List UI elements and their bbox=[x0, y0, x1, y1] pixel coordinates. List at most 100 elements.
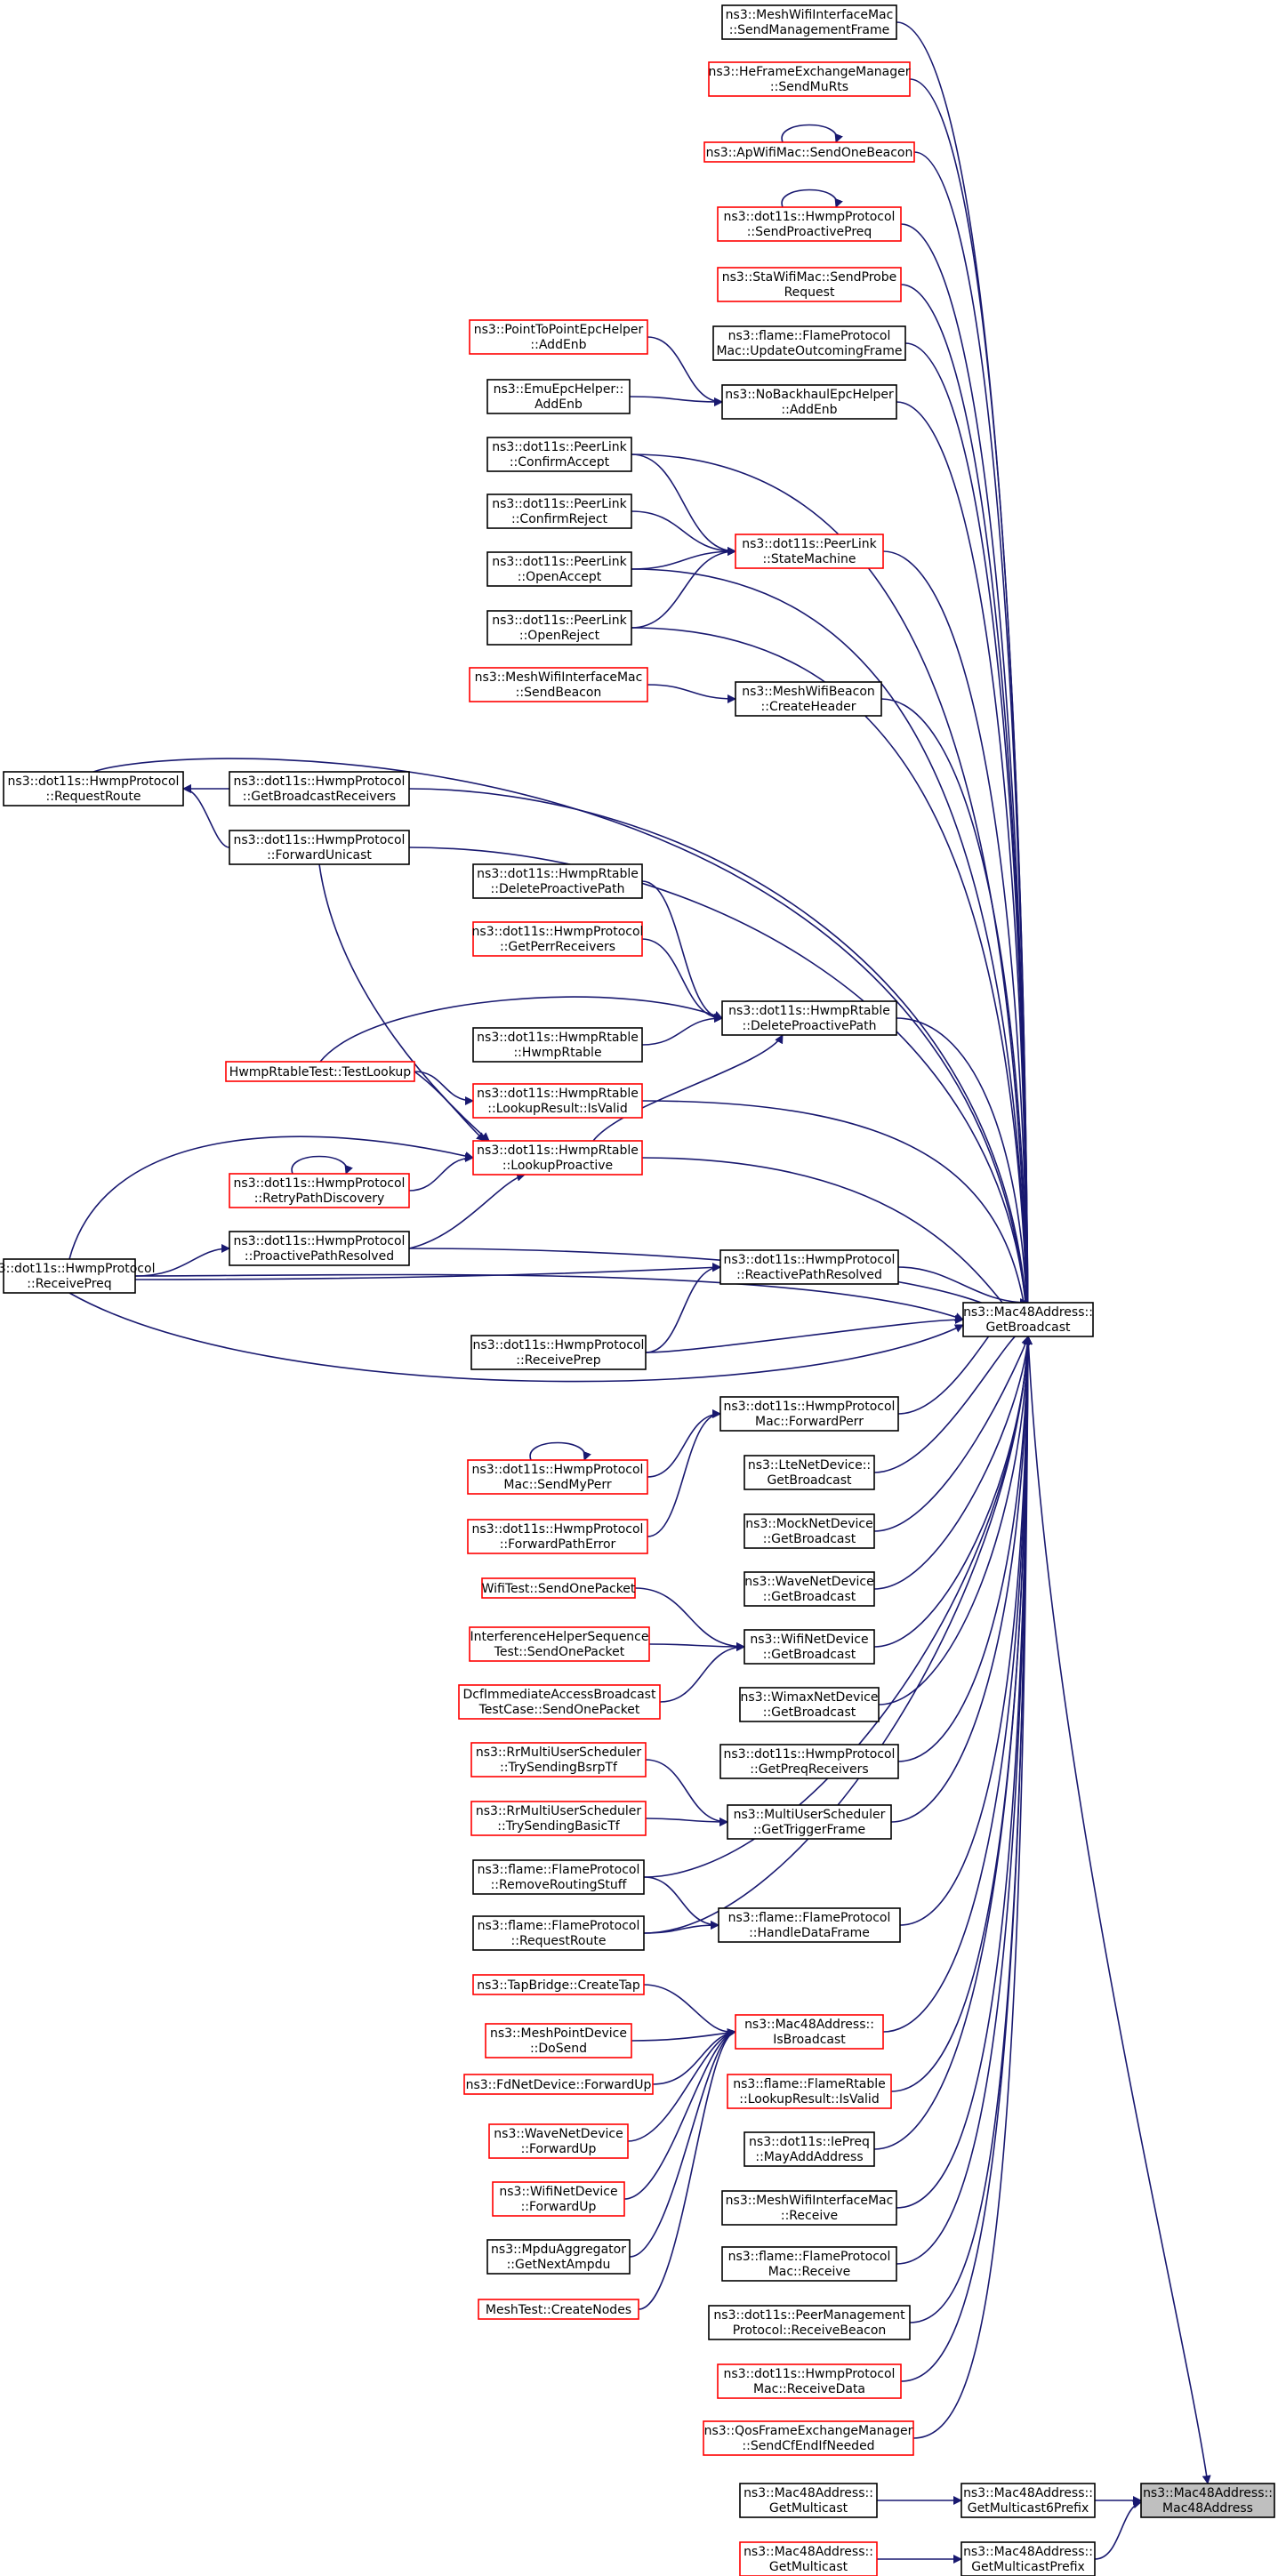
node-wave-get-broadcast[interactable]: ns3::WaveNetDevice::GetBroadcast bbox=[743, 1571, 875, 1607]
node-create-header[interactable]: ns3::MeshWifiBeacon::CreateHeader bbox=[735, 681, 882, 717]
node-label: ns3::dot11s::HwmpRtable bbox=[477, 1144, 639, 1158]
node-get-preq-receivers[interactable]: ns3::dot11s::HwmpProtocol::GetPreqReceiv… bbox=[719, 1744, 899, 1779]
node-interference-send[interactable]: InterferenceHelperSequenceTest::SendOneP… bbox=[469, 1626, 650, 1662]
node-get-next-ampdu[interactable]: ns3::MpduAggregator::GetNextAmpdu bbox=[486, 2239, 631, 2275]
node-handle-data-frame[interactable]: ns3::flame::FlameProtocol::HandleDataFra… bbox=[718, 1907, 901, 1943]
edge-TrySendingBsrpTf-to-GetTriggerFrame bbox=[645, 1759, 728, 1826]
node-request-route[interactable]: ns3::dot11s::HwmpProtocol::RequestRoute bbox=[3, 771, 184, 807]
node-do-send[interactable]: ns3::MeshPointDevice::DoSend bbox=[485, 2023, 632, 2058]
node-dcf-send[interactable]: DcfImmediateAccessBroadcastTestCase::Sen… bbox=[458, 1684, 661, 1720]
node-create-nodes[interactable]: MeshTest::CreateNodes bbox=[478, 2299, 639, 2320]
edge-GetMulticastPrefix-to-Mac48Address bbox=[1094, 2500, 1142, 2560]
node-send-proactive-preq[interactable]: ns3::dot11s::HwmpProtocol::SendProactive… bbox=[717, 206, 902, 242]
node-label: ns3::dot11s::HwmpProtocol bbox=[724, 1400, 896, 1414]
node-mac48-address[interactable]: ns3::Mac48Address::Mac48Address bbox=[1140, 2483, 1275, 2518]
node-receive-prep[interactable]: ns3::dot11s::HwmpProtocol::ReceivePrep bbox=[470, 1335, 647, 1370]
node-fd-forward-up[interactable]: ns3::FdNetDevice::ForwardUp bbox=[463, 2074, 654, 2095]
edge-TestLookup-to-DeleteProactivePathB bbox=[319, 996, 723, 1063]
node-label: ::ForwardUp bbox=[521, 2200, 597, 2214]
edge-CreateHeader-to-GetBroadcast bbox=[880, 698, 1033, 1337]
node-send-cf-end-if-needed[interactable]: ns3::QosFrameExchangeManager::SendCfEndI… bbox=[703, 2420, 914, 2456]
node-reactive-path-resolved[interactable]: ns3::dot11s::HwmpProtocol::ReactivePathR… bbox=[719, 1249, 899, 1285]
node-delete-proactive-path-b[interactable]: ns3::dot11s::HwmpRtable::DeleteProactive… bbox=[721, 1000, 897, 1036]
node-get-multicast-b[interactable]: ns3::Mac48Address::GetMulticast bbox=[739, 2541, 878, 2576]
node-label: ::LookupResult::IsValid bbox=[487, 1102, 627, 1116]
node-receive-preq[interactable]: ns3::dot11s::HwmpProtocol::ReceivePreq bbox=[0, 1258, 155, 1294]
node-wifi-get-broadcast[interactable]: ns3::WifiNetDevice::GetBroadcast bbox=[743, 1629, 875, 1665]
node-box bbox=[721, 2190, 897, 2226]
node-box bbox=[718, 1907, 901, 1943]
node-box bbox=[472, 1140, 643, 1176]
node-receive-beacon[interactable]: ns3::dot11s::PeerManagementProtocol::Rec… bbox=[708, 2305, 911, 2340]
node-wifi-forward-up[interactable]: ns3::WifiNetDevice::ForwardUp bbox=[492, 2181, 625, 2217]
node-label: MeshTest::CreateNodes bbox=[486, 2303, 631, 2317]
node-get-multicast-a[interactable]: ns3::Mac48Address::GetMulticast bbox=[739, 2483, 878, 2518]
node-box bbox=[703, 141, 915, 163]
edge-RequestRoute-to-GetBroadcast bbox=[92, 758, 1033, 1337]
node-proactive-path-resolved[interactable]: ns3::dot11s::HwmpProtocol::ProactivePath… bbox=[229, 1231, 410, 1266]
node-open-reject[interactable]: ns3::dot11s::PeerLink::OpenReject bbox=[486, 610, 632, 646]
node-send-mu-rts[interactable]: ns3::HeFrameExchangeManager::SendMuRts bbox=[708, 61, 911, 97]
node-no-backhaul-add-enb[interactable]: ns3::NoBackhaulEpcHelper::AddEnb bbox=[721, 384, 897, 420]
edge-OpenAccept-to-GetBroadcast bbox=[631, 568, 1033, 1337]
node-label: ::RetryPathDiscovery bbox=[254, 1192, 385, 1206]
node-may-add-address[interactable]: ns3::dot11s::IePreq::MayAddAddress bbox=[743, 2131, 875, 2167]
node-delete-proactive-path-a[interactable]: ns3::dot11s::HwmpRtable::DeleteProactive… bbox=[472, 863, 643, 899]
node-flame-lookup-is-valid[interactable]: ns3::flame::FlameRtable::LookupResult::I… bbox=[727, 2074, 892, 2109]
node-get-multicast6-prefix[interactable]: ns3::Mac48Address::GetMulticast6Prefix bbox=[961, 2483, 1096, 2518]
node-label: ::ProactivePathResolved bbox=[245, 1249, 394, 1264]
edge-ReceivePreq-to-ProactivePathResolved bbox=[134, 1244, 230, 1277]
node-try-sending-basic-tf[interactable]: ns3::RrMultiUserScheduler::TrySendingBas… bbox=[470, 1801, 647, 1836]
node-label: ns3::flame::FlameProtocol bbox=[728, 1911, 891, 1925]
node-test-lookup[interactable]: HwmpRtableTest::TestLookup bbox=[225, 1061, 415, 1082]
node-wifi-test-send[interactable]: WifiTest::SendOnePacket bbox=[481, 1577, 636, 1599]
node-send-management-frame[interactable]: ns3::MeshWifiInterfaceMac::SendManagemen… bbox=[721, 4, 897, 40]
edge-FlameRequestRoute-to-HandleDataFrame bbox=[643, 1921, 719, 1934]
node-confirm-reject[interactable]: ns3::dot11s::PeerLink::ConfirmReject bbox=[486, 494, 632, 529]
node-lookup-result-is-valid[interactable]: ns3::dot11s::HwmpRtable::LookupResult::I… bbox=[472, 1083, 643, 1119]
node-get-broadcast[interactable]: ns3::Mac48Address::GetBroadcast bbox=[962, 1302, 1094, 1337]
node-mac-receive-data[interactable]: ns3::dot11s::HwmpProtocolMac::ReceiveDat… bbox=[717, 2363, 902, 2399]
node-mesh-iface-receive[interactable]: ns3::MeshWifiInterfaceMac::Receive bbox=[721, 2190, 897, 2226]
node-try-sending-bsrp-tf[interactable]: ns3::RrMultiUserScheduler::TrySendingBsr… bbox=[470, 1742, 647, 1778]
edge-ReceivePreq-to-ReactivePathResolved bbox=[134, 1263, 721, 1280]
node-retry-path-discovery[interactable]: ns3::dot11s::HwmpProtocol::RetryPathDisc… bbox=[229, 1173, 410, 1208]
node-label: ns3::Mac48Address:: bbox=[963, 1305, 1093, 1320]
edge-ProactivePathResolved-to-LookupProactive bbox=[408, 1172, 526, 1249]
node-is-broadcast[interactable]: ns3::Mac48Address::IsBroadcast bbox=[735, 2014, 884, 2050]
node-p2-padd-enb[interactable]: ns3::PointToPointEpcHelper::AddEnb bbox=[469, 319, 648, 355]
node-update-outcoming-frame[interactable]: ns3::flame::FlameProtocolMac::UpdateOutc… bbox=[712, 325, 906, 361]
node-lookup-proactive[interactable]: ns3::dot11s::HwmpRtable::LookupProactive bbox=[472, 1140, 643, 1176]
node-open-accept[interactable]: ns3::dot11s::PeerLink::OpenAccept bbox=[486, 551, 632, 587]
node-label: ns3::dot11s::PeerLink bbox=[492, 555, 627, 569]
node-hwmp-rtable[interactable]: ns3::dot11s::HwmpRtable::HwmpRtable bbox=[472, 1027, 643, 1063]
node-mock-get-broadcast[interactable]: ns3::MockNetDevice::GetBroadcast bbox=[743, 1513, 875, 1549]
node-confirm-accept[interactable]: ns3::dot11s::PeerLink::ConfirmAccept bbox=[486, 437, 632, 472]
node-forward-perr[interactable]: ns3::dot11s::HwmpProtocolMac::ForwardPer… bbox=[719, 1396, 899, 1432]
node-get-perr-receivers[interactable]: ns3::dot11s::HwmpProtocol::GetPerrReceiv… bbox=[472, 921, 644, 957]
node-label: ::HwmpRtable bbox=[513, 1046, 601, 1060]
node-box bbox=[472, 921, 643, 957]
node-emu-add-enb[interactable]: ns3::EmuEpcHelper::AddEnb bbox=[486, 379, 631, 414]
node-get-broadcast-receivers[interactable]: ns3::dot11s::HwmpProtocol::GetBroadcastR… bbox=[229, 771, 410, 807]
node-get-trigger-frame[interactable]: ns3::MultiUserScheduler::GetTriggerFrame bbox=[727, 1804, 892, 1840]
node-forward-unicast[interactable]: ns3::dot11s::HwmpProtocol::ForwardUnicas… bbox=[229, 830, 410, 865]
node-box bbox=[721, 4, 897, 40]
node-create-tap[interactable]: ns3::TapBridge::CreateTap bbox=[472, 1974, 645, 1995]
node-wave-forward-up[interactable]: ns3::WaveNetDevice::ForwardUp bbox=[488, 2123, 629, 2159]
node-lte-get-broadcast[interactable]: ns3::LteNetDevice::GetBroadcast bbox=[743, 1455, 875, 1490]
node-flame-request-route[interactable]: ns3::flame::FlameProtocol::RequestRoute bbox=[472, 1915, 645, 1951]
node-state-machine[interactable]: ns3::dot11s::PeerLink::StateMachine bbox=[735, 534, 884, 569]
node-wimax-get-broadcast[interactable]: ns3::WimaxNetDevice::GetBroadcast bbox=[739, 1687, 880, 1722]
node-send-one-beacon[interactable]: ns3::ApWifiMac::SendOneBeacon bbox=[703, 141, 915, 163]
node-forward-path-error[interactable]: ns3::dot11s::HwmpProtocol::ForwardPathEr… bbox=[467, 1519, 648, 1554]
node-get-multicast-prefix[interactable]: ns3::Mac48Address::GetMulticastPrefix bbox=[961, 2541, 1096, 2576]
node-remove-routing-stuff[interactable]: ns3::flame::FlameProtocol::RemoveRouting… bbox=[472, 1859, 645, 1895]
node-label: ns3::HeFrameExchangeManager bbox=[708, 65, 910, 79]
node-send-beacon[interactable]: ns3::MeshWifiInterfaceMac::SendBeacon bbox=[469, 667, 648, 702]
edge-ReceivePreq-to-LookupProactive bbox=[68, 1136, 474, 1260]
node-label: ::ForwardPathError bbox=[500, 1537, 616, 1552]
